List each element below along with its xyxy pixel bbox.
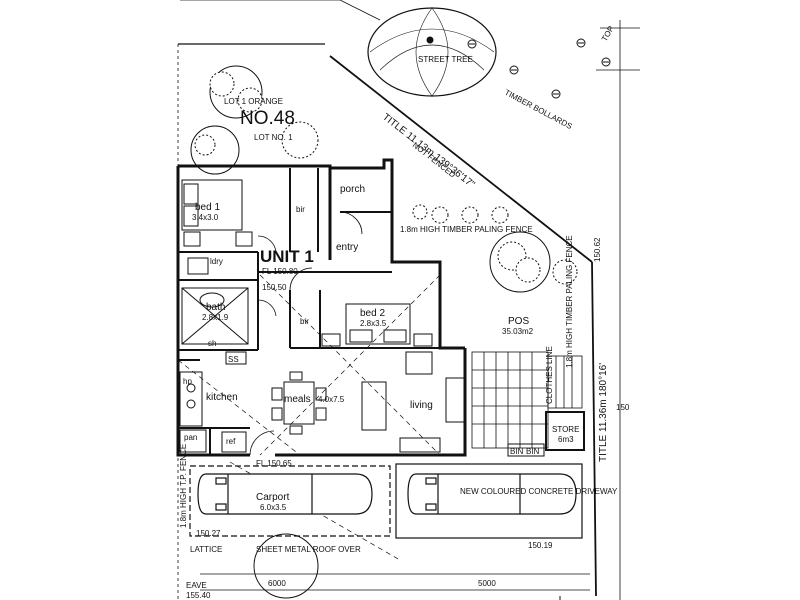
shrub-icon: [190, 65, 578, 293]
door-swing-icon: [249, 211, 363, 456]
room-kitchen: kitchen: [206, 392, 238, 403]
room-bath: bath: [206, 302, 225, 313]
level-e: 150: [616, 403, 630, 412]
room-bed2: bed 2: [360, 308, 385, 319]
room-ref: ref: [226, 437, 236, 446]
room-bir2: bir: [300, 317, 309, 326]
dimension-2: 5000: [478, 579, 496, 588]
lattice-label: LATTICE: [190, 545, 222, 554]
top-note: TOP: [600, 24, 616, 43]
room-entry: entry: [336, 242, 358, 253]
clothes-line-icon: [547, 355, 583, 409]
kitchen-bench-icon: [179, 371, 247, 453]
store-label: STORE: [552, 425, 579, 434]
room-pos: POS: [508, 316, 529, 327]
eave-label: EAVE: [186, 581, 207, 590]
lot-number: NO.48: [240, 108, 295, 129]
paving-grid: [471, 351, 549, 449]
level-fl-main: FL 150.80: [262, 267, 298, 276]
bed-icon: [181, 179, 253, 247]
sheet-metal-label: SHEET METAL ROOF OVER: [256, 545, 361, 554]
level-f: 155.40: [186, 591, 211, 600]
room-ss: SS: [228, 355, 239, 364]
bin-label: BIN: [510, 447, 524, 456]
room-porch: porch: [340, 184, 365, 195]
level-b: 150.62: [593, 237, 602, 262]
tree-canopy-icon: [253, 533, 319, 599]
driveway-label: NEW COLOURED CONCRETE DRIVEWAY: [460, 487, 618, 496]
room-pan: pan: [184, 433, 197, 442]
fence-right-label: 1.8m HIGH TIMBER PALING FENCE: [565, 235, 574, 368]
room-bed1: bed 1: [195, 202, 220, 213]
street-tree-label: STREET TREE: [418, 55, 473, 64]
dimension-1: 6000: [268, 579, 286, 588]
carport-outline: [189, 463, 583, 539]
sofa-icon: [361, 351, 465, 453]
room-bir1: bir: [296, 205, 305, 214]
store-box: [545, 411, 585, 451]
level-c: 150.27: [196, 529, 221, 538]
timber-bollards-label: TIMBER BOLLARDS: [503, 88, 574, 131]
building-walls: [176, 158, 467, 457]
lot-sub: LOT NO. 1: [254, 133, 293, 142]
carport-size: 6.0x3.5: [260, 503, 287, 512]
dining-table-icon: [271, 371, 327, 435]
room-living: living: [410, 400, 433, 411]
level-d: 150.19: [528, 541, 553, 550]
clothes-line-label: CLOTHES LINE: [545, 346, 554, 404]
bed-icon: [321, 303, 433, 347]
room-bed1-size: 3.4x3.0: [192, 213, 219, 222]
street-tree-icon: [367, 7, 497, 97]
bin-label-2: BIN: [526, 447, 540, 456]
carport-label: Carport: [256, 492, 290, 503]
room-pos-area: 35.03m2: [502, 327, 534, 336]
fence-left-label: 1.8m HIGH T.P. FENCE: [179, 444, 188, 528]
construction-lines: [177, 274, 441, 561]
room-meals: meals: [284, 394, 311, 405]
title-right-label: TITLE 11.36m 180°16': [598, 363, 609, 462]
room-bath-size: 2.8x1.9: [202, 313, 229, 322]
level-a: 150.50: [262, 283, 287, 292]
room-ldry: ldry: [210, 257, 223, 266]
bollard-icon: [467, 38, 611, 99]
bath-fixture-icon: [181, 257, 249, 365]
car-icon: [197, 473, 577, 515]
unit-label: UNIT 1: [260, 247, 314, 266]
lot-heading: LOT 1 ORANGE: [224, 97, 283, 106]
interior-walls: [178, 168, 440, 455]
room-hp: hp: [183, 377, 192, 386]
room-bed2-size: 2.8x3.5: [360, 319, 387, 328]
bin-box: [507, 443, 545, 457]
store-size: 6m3: [558, 435, 574, 444]
room-sh: sh: [208, 339, 216, 348]
room-meals-size: 4.0x7.5: [318, 395, 345, 404]
level-fl-car: FL 150.65: [256, 459, 292, 468]
fence-mid-label: 1.8m HIGH TIMBER PALING FENCE: [400, 225, 533, 234]
